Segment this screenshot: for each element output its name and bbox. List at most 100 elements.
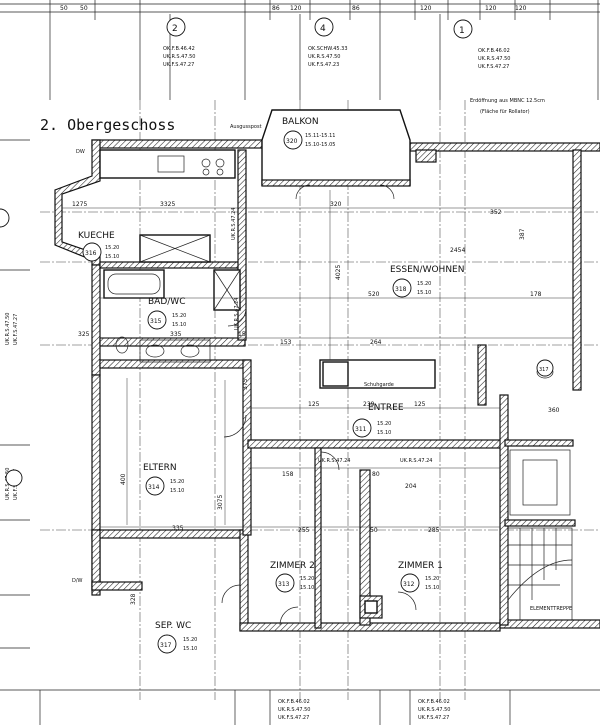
level-note: UK.R.S.47.50 [5, 313, 11, 346]
dim-label: 125 [308, 401, 320, 408]
bottom-axis-strip: OK.F.B.46.02 UK.R.S.47.50 UK.F.S.47.27 O… [0, 689, 600, 725]
level-note: OK.F.B.46.02 [278, 699, 310, 705]
dim-label: 4025 [335, 265, 342, 280]
level-note: OK.F.B.46.02 [418, 699, 450, 705]
room-name: ZIMMER 2 [270, 561, 315, 571]
level-note: UK.R.S.47.50 [418, 707, 451, 713]
ukrs-label: UK.R.S.47.24 [234, 298, 240, 331]
room-name: ENTREE [368, 403, 404, 413]
room-number: 313 [278, 581, 290, 588]
room-level: 15.20 [172, 313, 186, 319]
ukrs-label: UK.R.S.47.24 [400, 458, 433, 464]
room-level: 15.10 [183, 646, 197, 652]
room-level: 15.20 [417, 281, 431, 287]
room-level: 15.20 [105, 245, 119, 251]
room-zimmer-2: ZIMMER 2 313 15.20 15.10 [270, 561, 315, 593]
room-317-right: 317 [536, 359, 554, 377]
axis-marker [5, 469, 23, 487]
axis-dim: 120 [420, 5, 432, 12]
room-kueche: KUECHE 316 15.20 15.10 [78, 231, 119, 262]
dim-label: 520 [368, 291, 380, 298]
room-number-marker [352, 418, 372, 438]
dim-label: 335 [172, 525, 184, 532]
room-essen-wohnen: ESSEN/WOHNEN 318 15.20 15.10 [390, 265, 464, 298]
axis-marker [0, 208, 10, 228]
top-note: Erdöffnung aus MBNC 12.5cm [470, 98, 545, 104]
axis-dim: 120 [485, 5, 497, 12]
room-number-marker [392, 278, 412, 298]
room-number-marker [145, 476, 165, 496]
axis-dim: 86 [272, 5, 280, 12]
room-number-marker [147, 310, 167, 330]
axis-dim: 50 [60, 5, 68, 12]
dim-label: 3325 [160, 201, 175, 208]
room-number: 316 [85, 250, 97, 257]
level-note: UK.F.S.47.23 [308, 62, 339, 68]
room-level: 15.10 [417, 290, 431, 296]
room-balkon: BALKON 320 15.11-15.11 15.10-15.05 [282, 117, 335, 150]
room-number: 320 [286, 138, 298, 145]
dim-label: 264 [370, 339, 382, 346]
room-level: 15.20 [425, 576, 439, 582]
top-note: (Fläche für Rollator) [480, 109, 530, 115]
axis-dim: 120 [515, 5, 527, 12]
dim-label: 400 [120, 473, 127, 485]
room-number-marker [536, 359, 554, 377]
axis-marker [453, 19, 473, 39]
room-level: 15.10 [172, 322, 186, 328]
room-name: BALKON [282, 117, 319, 127]
room-level: 15.10 [377, 430, 391, 436]
dim-label: 125 [414, 401, 426, 408]
level-note: OK.F.B.46.02 [478, 48, 510, 54]
dim-label: 360 [548, 407, 560, 414]
dim-label: 239 [363, 401, 375, 408]
room-bad-wc: BAD/WC 315 15.20 15.10 [147, 297, 186, 330]
dim-label: 153 [280, 339, 292, 346]
level-note: UK.R.S.47.50 [163, 54, 196, 60]
dim-label: 352 [490, 209, 502, 216]
room-entree: ENTREE 311 15.20 15.10 [352, 403, 404, 438]
dim-label: 328 [130, 593, 137, 605]
axis-number: 4 [320, 24, 326, 34]
dim-label: 2454 [450, 247, 465, 254]
room-level: 15.20 [300, 576, 314, 582]
axis-dim: 50 [80, 5, 88, 12]
room-level: 15.10 [300, 585, 314, 591]
top-axis-strip: 50 50 86 120 86 120 120 120 2 OK.F.B.46.… [0, 0, 600, 100]
dim-label: 204 [405, 483, 417, 490]
room-level: 15.20 [377, 421, 391, 427]
room-number-marker [275, 573, 295, 593]
dim-label: 50 [370, 527, 378, 534]
axis-marker [314, 17, 334, 37]
room-level: 15.10 [170, 488, 184, 494]
dw-label: DW [76, 149, 85, 155]
dim-label: 375 [242, 378, 249, 390]
level-note: UK.R.S.47.50 [278, 707, 311, 713]
dim-label: 387 [519, 228, 526, 240]
dw-label: D/W [72, 578, 83, 584]
ukrs-label: UK.R.S.47.24 [231, 208, 237, 241]
dim-label: 3075 [217, 495, 224, 510]
dim-label: 320 [330, 201, 342, 208]
room-number: 311 [355, 426, 367, 433]
dim-label: 325 [78, 331, 90, 338]
level-note: UK.F.S.47.27 [418, 715, 449, 721]
dim-label: 80 [372, 471, 380, 478]
level-note: UK.F.S.47.27 [278, 715, 309, 721]
room-sep-wc: SEP. WC 317 15.20 15.10 [155, 621, 197, 654]
level-note: UK.R.S.47.50 [478, 56, 511, 62]
room-name: KUECHE [78, 231, 115, 241]
room-level: 15.20 [183, 637, 197, 643]
axis-number: 2 [172, 24, 178, 34]
room-name: ELTERN [143, 463, 177, 473]
room-eltern: ELTERN 314 15.20 15.10 [143, 463, 184, 496]
room-level: 15.11-15.11 [305, 133, 335, 139]
level-note: UK.F.S.47.27 [478, 64, 509, 70]
level-note: OK.SCHW.45.33 [308, 46, 348, 52]
room-name: ESSEN/WOHNEN [390, 265, 464, 275]
axis-number: 1 [459, 26, 465, 36]
level-note: OK.F.B.46.42 [163, 46, 195, 52]
dim-label: 335 [170, 331, 182, 338]
room-number: 314 [148, 484, 160, 491]
